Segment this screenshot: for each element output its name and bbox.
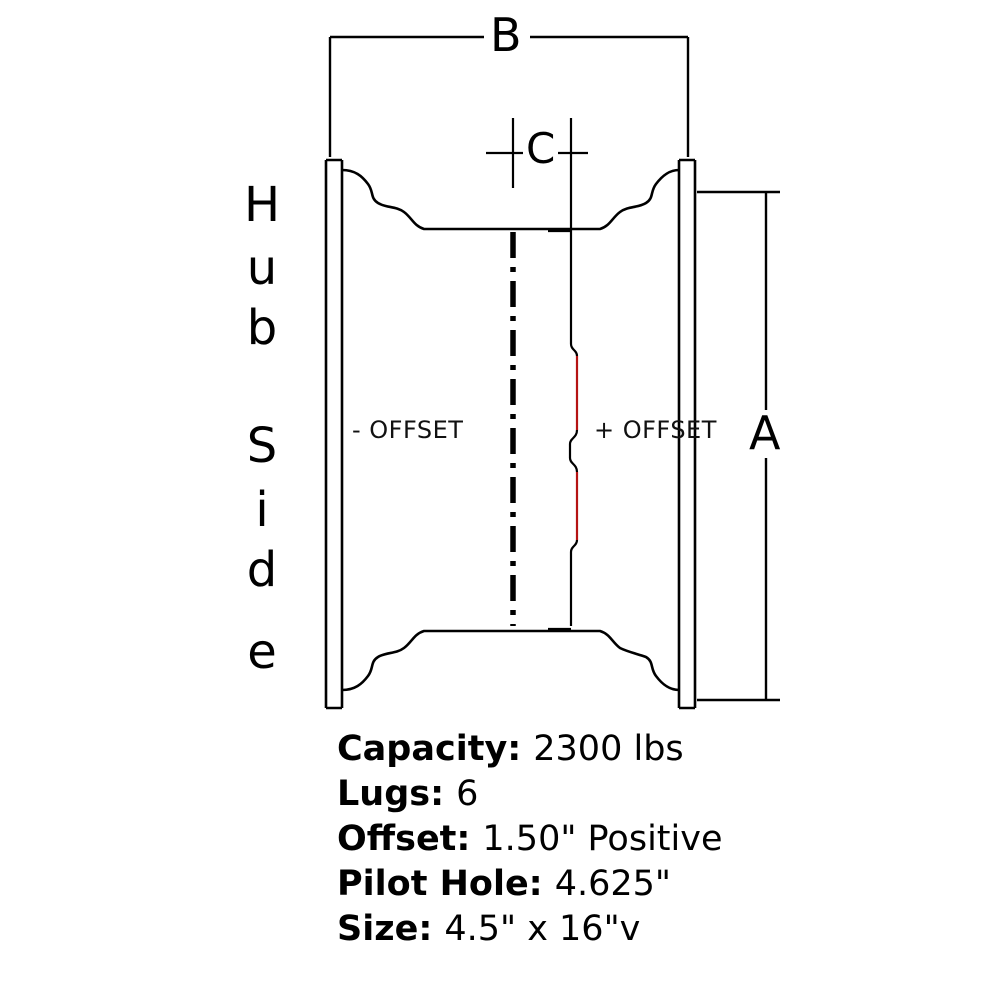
hub-side-letter-e: e (247, 624, 277, 680)
spec-row-capacity: Capacity: 2300 lbs (337, 727, 722, 772)
rim-left-flange (324, 158, 344, 710)
rim-profile-top (341, 168, 680, 231)
spec-value: 4.5" x 16"v (444, 909, 641, 949)
spec-label: Lugs: (337, 774, 445, 814)
mounting-face-line (548, 188, 579, 631)
spec-value: 4.625" (554, 864, 671, 904)
hub-side-letter-h: H (243, 177, 281, 233)
spec-label: Pilot Hole: (337, 864, 543, 904)
hub-side-letter-b: b (246, 300, 278, 356)
spec-row-offset: Offset: 1.50" Positive (337, 817, 722, 862)
spec-row-lugs: Lugs: 6 (337, 772, 722, 817)
dimension-b-line (328, 35, 690, 157)
spec-value: 2300 lbs (533, 729, 684, 769)
spec-list: Capacity: 2300 lbs Lugs: 6 Offset: 1.50" Po… (337, 727, 722, 952)
negative-offset-label: - OFFSET (352, 416, 464, 444)
spec-label: Capacity: (337, 729, 522, 769)
spec-label: Size: (337, 909, 433, 949)
spec-row-pilot-hole: Pilot Hole: 4.625" (337, 862, 722, 907)
hub-side-letter-u: u (246, 240, 278, 296)
dimension-a-line (697, 190, 780, 702)
spec-value: 6 (456, 774, 479, 814)
dimension-b-label: B (490, 8, 522, 62)
spec-value: 1.50" Positive (482, 819, 723, 859)
spec-row-size: Size: 4.5" x 16"v (337, 907, 722, 952)
rim-profile-bottom (341, 629, 680, 692)
dimension-c-line (486, 118, 588, 188)
hub-side-letter-s: S (246, 418, 278, 474)
hub-side-letter-i: i (255, 482, 269, 538)
spec-label: Offset: (337, 819, 471, 859)
dimension-a-label: A (749, 406, 781, 460)
hub-side-letter-d: d (246, 542, 278, 598)
rim-right-flange (677, 158, 697, 710)
dimension-c-label: C (526, 124, 556, 173)
positive-offset-label: + OFFSET (594, 416, 717, 444)
